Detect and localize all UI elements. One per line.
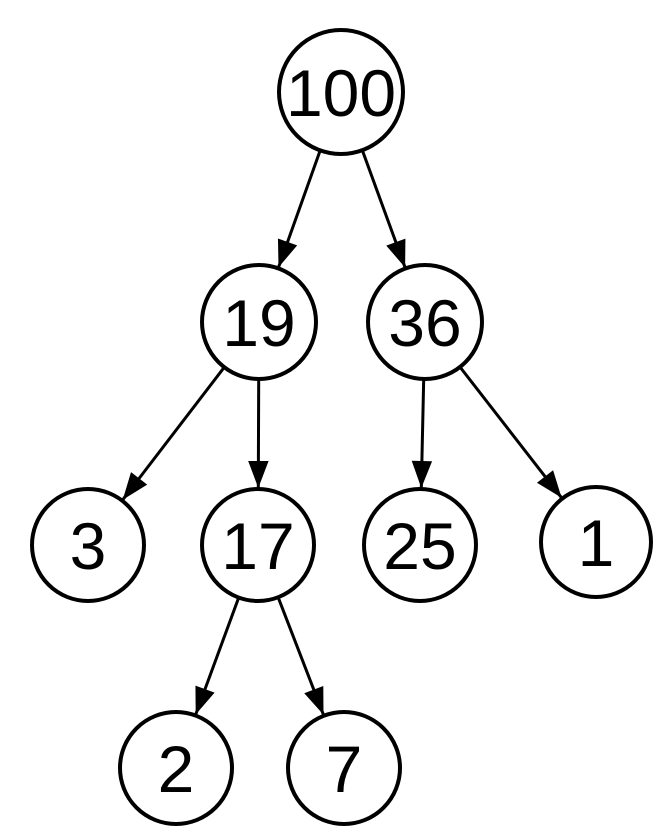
node-label-1: 1 xyxy=(578,506,615,580)
node-label-7: 7 xyxy=(326,732,363,806)
nodes-layer: 100 19 36 3 17 25 1 2 7 xyxy=(30,28,653,826)
tree-node-36: 36 xyxy=(366,263,484,381)
node-circle-1 xyxy=(539,485,653,599)
tree-node-100: 100 xyxy=(277,28,405,156)
node-label-3: 3 xyxy=(70,509,107,583)
node-circle-7 xyxy=(286,710,402,826)
node-circle-3 xyxy=(30,487,146,603)
node-circle-19 xyxy=(200,263,318,381)
tree-node-7: 7 xyxy=(286,710,402,826)
tree-node-3: 3 xyxy=(30,487,146,603)
node-circle-17 xyxy=(200,487,316,603)
node-label-19: 19 xyxy=(222,286,295,360)
edges-layer xyxy=(121,149,563,716)
node-circle-25 xyxy=(362,487,478,603)
node-circle-100 xyxy=(277,28,405,156)
tree-node-19: 19 xyxy=(200,263,318,381)
node-label-25: 25 xyxy=(383,509,456,583)
edge-100-19 xyxy=(277,149,322,268)
node-label-100: 100 xyxy=(286,56,396,130)
node-label-2: 2 xyxy=(158,732,195,806)
edge-19-3 xyxy=(121,366,226,501)
edge-36-25 xyxy=(411,378,433,489)
tree-node-25: 25 xyxy=(362,487,478,603)
node-circle-2 xyxy=(118,710,234,826)
tree-node-1: 1 xyxy=(539,485,653,599)
node-label-36: 36 xyxy=(388,286,461,360)
edge-36-1 xyxy=(458,366,563,499)
edge-100-36 xyxy=(360,149,407,269)
node-label-17: 17 xyxy=(221,509,294,583)
edge-17-7 xyxy=(276,596,325,716)
edge-17-2 xyxy=(194,597,241,716)
tree-node-17: 17 xyxy=(200,487,316,603)
tree-node-2: 2 xyxy=(118,710,234,826)
node-circle-36 xyxy=(366,263,484,381)
